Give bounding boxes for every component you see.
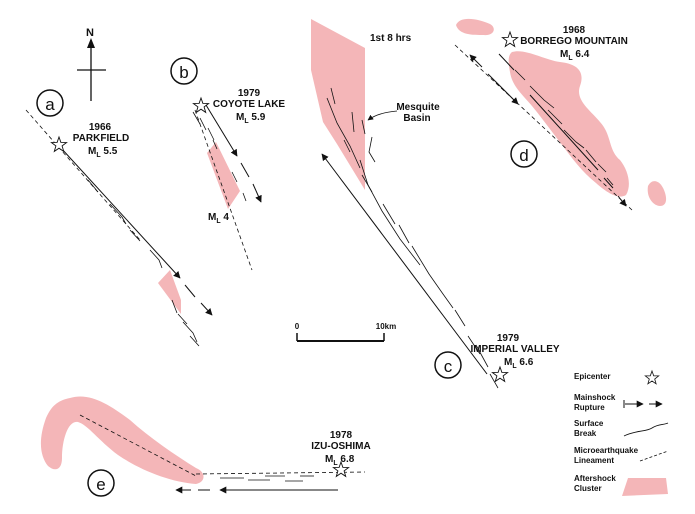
panel-c-basin-name-2: Basin: [403, 113, 430, 124]
panel-a-year: 1966: [89, 122, 112, 133]
panel-c-aftershock-cluster: [311, 19, 365, 190]
panel-b-year: 1979: [238, 88, 261, 99]
panel-b-letter: b: [179, 63, 188, 82]
panel-c-badge: [434, 351, 462, 379]
panel-a-magnitude: ML 5.5: [88, 146, 118, 159]
panel-d-letter: d: [519, 146, 528, 165]
panel-e-letter: e: [96, 475, 105, 494]
panel-d-aftershock-cluster: [508, 51, 629, 197]
panel-c-name: IMPERIAL VALLEY: [470, 344, 559, 355]
panel-e-year: 1978: [330, 430, 353, 441]
panel-c-magnitude: ML 6.6: [504, 357, 534, 370]
panel-c-imperial-valley: 1st 8 hrs Mesquite Basin c 1979 IMPERIAL…: [311, 19, 560, 389]
panel-b-surface-breaks: [192, 111, 247, 202]
panel-d-badge: [510, 140, 538, 168]
panel-d-year: 1968: [563, 25, 586, 36]
panel-c-basin-pointer: [367, 110, 398, 121]
legend-surface-label-2: Break: [574, 429, 597, 438]
panel-d-name: BORREGO MOUNTAIN: [520, 36, 628, 47]
panel-c-epicenter-star: [491, 365, 509, 383]
panel-a-aftershock-cluster: [158, 270, 181, 314]
scale-end: 10km: [376, 322, 396, 331]
panel-e-microquake-lineament: [195, 471, 366, 475]
legend-aftershock-label-2: Cluster: [574, 484, 602, 493]
panel-e-name: IZU-OSHIMA: [311, 441, 370, 452]
panel-d-surface-breaks: [514, 69, 614, 186]
panel-b-coyote-lake: b 1979 COYOTE LAKE ML 5.9 ML 4: [170, 57, 286, 271]
scale-bar: 0 10km: [295, 322, 396, 342]
panel-c-first-8-hrs: 1st 8 hrs: [370, 33, 412, 44]
panel-b-mainshock-rupture: [205, 104, 238, 157]
panel-d-aftershock-small: [456, 18, 494, 36]
panel-a-surface-breaks: [87, 179, 200, 347]
panel-b-badge: [170, 57, 198, 85]
panel-c-mainshock-rupture: [321, 153, 488, 375]
panel-b-epicenter-star: [192, 96, 210, 114]
panel-c-letter: c: [444, 357, 453, 376]
north-label: N: [86, 27, 94, 39]
panel-e-badge: [87, 469, 115, 497]
legend-epicenter-star: [644, 369, 660, 385]
panel-e-izu-oshima: 1978 IZU-OSHIMA ML 6.8 e: [40, 396, 371, 497]
panel-d-borrego-mountain: 1968 BORREGO MOUNTAIN ML 6.4 d: [454, 18, 667, 211]
panel-a-mainshock-rupture: [60, 147, 181, 279]
panel-b-microquake-lineament: [194, 109, 253, 271]
panel-a-name: PARKFIELD: [73, 133, 129, 144]
legend-micro-label-2: Lineament: [574, 456, 614, 465]
panel-a-badge: [36, 89, 64, 117]
legend-aftershock-label-1: Aftershock: [574, 474, 616, 483]
panel-a-parkfield: a 1966 PARKFIELD ML 5.5: [25, 89, 213, 347]
legend-mainshock-label-2: Rupture: [574, 403, 605, 412]
legend: Epicenter Mainshock Rupture Surface Brea…: [574, 369, 669, 496]
panel-a-microquake-lineament: [25, 109, 141, 241]
scale-start: 0: [295, 322, 300, 331]
panel-b-name: COYOTE LAKE: [213, 99, 286, 110]
panel-e-aftershock-cluster: [40, 396, 204, 484]
panel-a-letter: a: [45, 95, 55, 114]
panel-e-surface-breaks: [220, 475, 314, 482]
legend-micro-label-1: Microearthquake: [574, 446, 639, 455]
legend-micro-symbol: [639, 450, 669, 462]
legend-epicenter-label: Epicenter: [574, 372, 610, 381]
panel-b-magnitude: ML 5.9: [236, 112, 266, 125]
panel-b-aftershock-cluster: [207, 142, 240, 209]
panel-c-year: 1979: [497, 333, 520, 344]
panel-d-microquake-lineament: [454, 44, 633, 211]
panel-d-epicenter-star: [501, 30, 519, 48]
legend-surface-label-1: Surface: [574, 419, 604, 428]
panel-c-basin-name-1: Mesquite: [396, 102, 440, 113]
legend-surface-symbol: [623, 422, 669, 437]
panel-e-microquake-lineament-curve: [79, 414, 197, 477]
panel-a-epicenter-star: [50, 135, 68, 153]
panel-d-mainshock-rupture: [487, 73, 519, 105]
panel-e-magnitude: ML 6.8: [325, 454, 355, 467]
panel-d-aftershock-south: [647, 181, 667, 206]
legend-mainshock-label-1: Mainshock: [574, 393, 616, 402]
panel-d-magnitude: ML 6.4: [560, 49, 590, 62]
panel-e-epicenter-star: [332, 460, 350, 478]
panel-c-surface-breaks: [326, 87, 499, 389]
panel-b-ml4-label: ML 4: [208, 212, 229, 225]
legend-aftershock-symbol: [622, 478, 668, 496]
north-arrow: N: [77, 27, 106, 101]
